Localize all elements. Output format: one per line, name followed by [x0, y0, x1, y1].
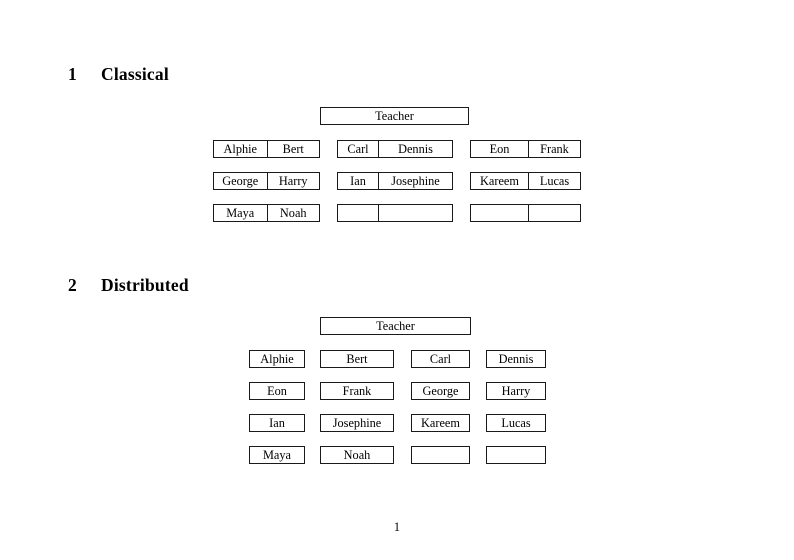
table-cell: [471, 205, 528, 221]
table-cell: Carl: [347, 142, 369, 156]
table-row: Ian Josephine: [337, 172, 453, 190]
table-row: [470, 204, 581, 222]
list-item: Harry: [486, 382, 546, 400]
page-number: 1: [393, 520, 401, 534]
list-item: George: [411, 382, 470, 400]
table-cell: Bert: [266, 141, 320, 157]
table-row: [337, 204, 453, 222]
table-cell: Maya: [226, 206, 255, 220]
section-heading-distributed: 2 Distributed: [68, 275, 189, 296]
list-item: Lucas: [486, 414, 546, 432]
section-title: Classical: [101, 64, 169, 84]
table-cell: George: [222, 174, 259, 188]
table-cell: Josephine: [378, 173, 452, 189]
list-item: Eon: [249, 382, 305, 400]
table-cell: Kareem: [480, 174, 519, 188]
table-cell: Dennis: [378, 141, 452, 157]
teacher-box-classical: Teacher: [320, 107, 469, 125]
table-cell: Frank: [528, 141, 580, 157]
list-item: Frank: [320, 382, 394, 400]
table-cell: Ian: [350, 174, 366, 188]
list-item: Maya: [249, 446, 305, 464]
table-cell: Eon: [489, 142, 510, 156]
table-row: Carl Dennis: [337, 140, 453, 158]
table-cell: Noah: [266, 205, 320, 221]
table-cell: Harry: [266, 173, 320, 189]
list-item: Ian: [249, 414, 305, 432]
list-item: Noah: [320, 446, 394, 464]
table-cell: [528, 205, 580, 221]
table-cell: Alphie: [223, 142, 257, 156]
table-cell: Lucas: [528, 173, 580, 189]
section-title: Distributed: [101, 275, 189, 295]
table-row: Kareem Lucas: [470, 172, 581, 190]
table-row: Alphie Bert: [213, 140, 320, 158]
section-heading-classical: 1 Classical: [68, 64, 169, 85]
list-item: Alphie: [249, 350, 305, 368]
table-row: George Harry: [213, 172, 320, 190]
list-item: Carl: [411, 350, 470, 368]
table-row: Eon Frank: [470, 140, 581, 158]
list-item: [486, 446, 546, 464]
section-number: 1: [68, 64, 77, 84]
table-cell: [378, 205, 452, 221]
list-item: Josephine: [320, 414, 394, 432]
list-item: Bert: [320, 350, 394, 368]
table-cell: [338, 205, 378, 221]
list-item: Kareem: [411, 414, 470, 432]
teacher-box-distributed: Teacher: [320, 317, 471, 335]
section-number: 2: [68, 275, 77, 295]
table-row: Maya Noah: [213, 204, 320, 222]
list-item: Dennis: [486, 350, 546, 368]
list-item: [411, 446, 470, 464]
